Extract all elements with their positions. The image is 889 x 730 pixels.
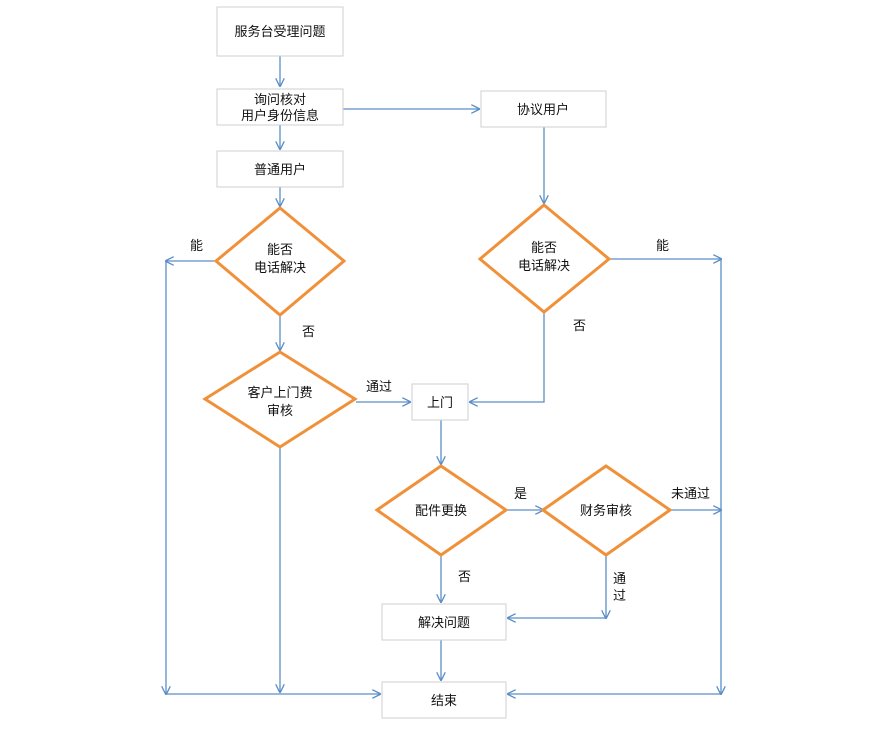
node-start-label: 服务台受理问题 — [234, 24, 325, 40]
node-agreement-user-label: 协议用户 — [517, 102, 569, 118]
label-right-can: 能 — [656, 239, 669, 254]
label-left-no: 否 — [302, 325, 315, 340]
node-normal-user-label: 普通用户 — [254, 162, 306, 178]
decision-phone-right-line2: 电话解决 — [518, 259, 570, 274]
node-start: 服务台受理问题 — [216, 6, 344, 57]
label-passed: 通过 — [366, 380, 392, 395]
decision-phone-left-line2: 电话解决 — [254, 261, 306, 276]
label-right-no: 否 — [573, 319, 586, 334]
label-finance-pass-1: 通 — [613, 572, 626, 587]
node-verify-label-line1: 询问核对 — [254, 93, 306, 108]
node-onsite-label: 上门 — [427, 396, 453, 411]
decision-phone-left: 能否 电话解决 — [213, 206, 347, 317]
edge-phone-right-no-to-onsite — [470, 312, 545, 402]
node-agreement-user: 协议用户 — [480, 90, 607, 128]
edges — [166, 56, 721, 694]
decision-fee-review-line2: 审核 — [267, 404, 293, 419]
label-parts-no: 否 — [458, 570, 471, 585]
decision-finance-review-label: 财务审核 — [580, 503, 632, 519]
node-verify-identity: 询问核对 用户身份信息 — [216, 88, 344, 126]
node-end: 结束 — [381, 681, 507, 719]
decision-fee-review: 客户上门费 审核 — [202, 350, 358, 449]
label-not-passed: 未通过 — [671, 487, 710, 502]
node-verify-label-line2: 用户身份信息 — [241, 108, 319, 124]
decision-fee-review-line1: 客户上门费 — [247, 385, 312, 401]
decision-phone-left-line1: 能否 — [267, 243, 293, 258]
node-resolve: 解决问题 — [381, 603, 507, 641]
edge-labels: 能 否 能 否 通过 是 未通过 否 通 过 — [190, 239, 710, 604]
node-normal-user: 普通用户 — [216, 150, 344, 188]
decision-phone-right: 能否 电话解决 — [477, 203, 612, 314]
decision-parts-replace-label: 配件更换 — [415, 504, 467, 519]
node-onsite: 上门 — [411, 383, 469, 421]
node-end-label: 结束 — [431, 694, 457, 709]
label-left-can: 能 — [190, 239, 203, 254]
decision-parts-replace: 配件更换 — [374, 464, 509, 557]
label-yes: 是 — [514, 487, 527, 502]
label-finance-pass-2: 过 — [613, 589, 626, 604]
decision-finance-review: 财务审核 — [540, 464, 673, 557]
decision-phone-right-line1: 能否 — [531, 241, 557, 256]
node-resolve-label: 解决问题 — [418, 616, 470, 631]
